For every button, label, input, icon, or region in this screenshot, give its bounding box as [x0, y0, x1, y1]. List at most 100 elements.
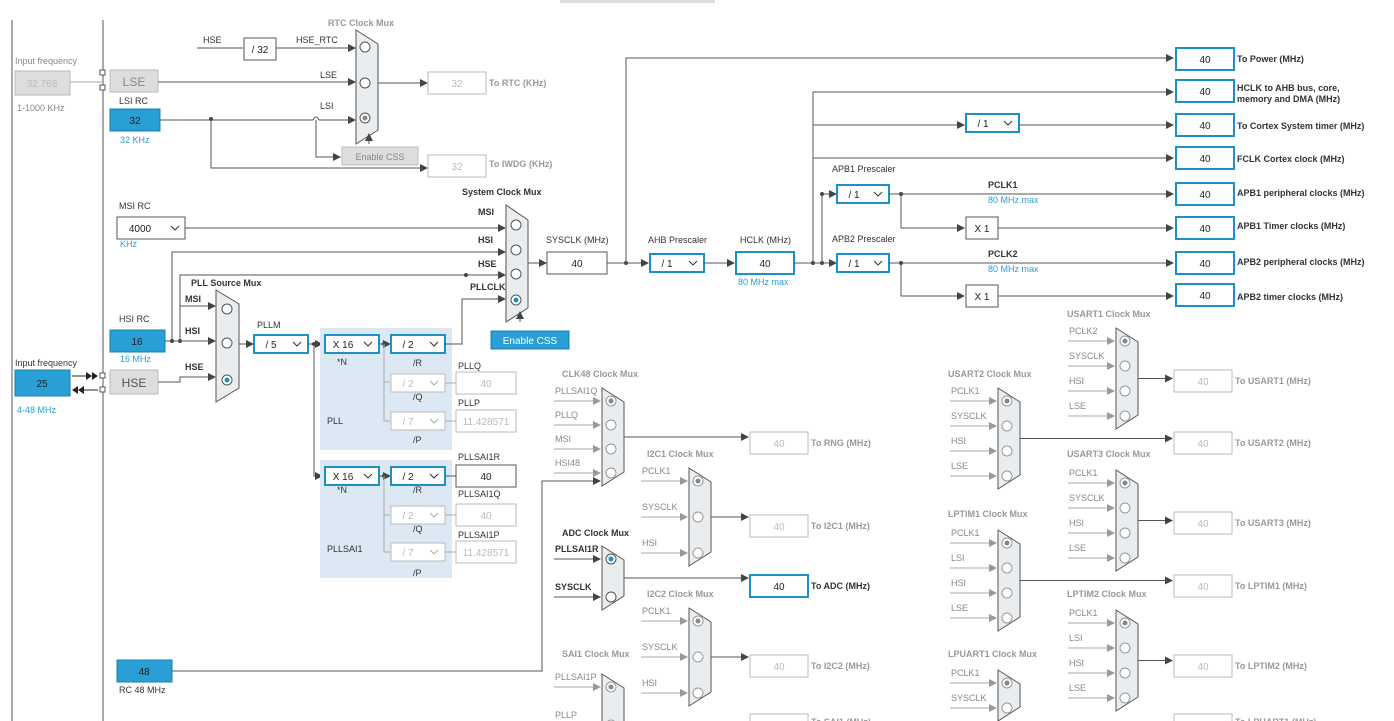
usart1-input-radio — [1119, 360, 1131, 372]
ahb-prescaler-select[interactable] — [649, 253, 705, 273]
clk48-output-box — [749, 431, 809, 455]
apb1-prescaler-select[interactable] — [836, 184, 890, 204]
hse-input-frequency-label: Input frequency — [15, 358, 78, 368]
lptim1-radio-dot — [1004, 540, 1010, 546]
apb1-prescaler-label: APB1 Prescaler — [832, 164, 896, 174]
i2c1-output-value: 40 — [773, 522, 785, 533]
cortex-divider-select[interactable] — [965, 113, 1020, 133]
lptim2-input-radio — [1119, 642, 1131, 654]
pllsai1-p-label: /P — [413, 568, 422, 578]
top-tab[interactable] — [560, 0, 715, 3]
pllsai1-q-select[interactable] — [390, 505, 446, 525]
usart1-input-label: HSI — [1069, 376, 1084, 386]
hclk-output-label-1: HCLK to AHB bus, core, — [1237, 83, 1340, 93]
adc-output-value: 40 — [773, 582, 785, 593]
usart2-input-label: SYSCLK — [951, 411, 987, 421]
clk48-input-label: HSI48 — [555, 458, 580, 468]
apb1-timer-multiplier-value: X 1 — [974, 224, 989, 235]
pll-r-label: /R — [413, 358, 423, 368]
pllsai1-p-select[interactable] — [390, 542, 446, 562]
pll-r-select[interactable] — [390, 334, 446, 354]
msi-unit: KHz — [120, 239, 138, 249]
sys-hsi-label: HSI — [478, 235, 493, 245]
i2c1-input-label: SYSCLK — [642, 502, 678, 512]
pllsai1-p-chevron-down-icon — [429, 549, 439, 555]
system-clock-mux[interactable] — [505, 204, 529, 323]
pllm-label: PLLM — [257, 320, 281, 330]
usart3-clock-mux[interactable] — [1115, 469, 1139, 572]
sys-enable-css-button[interactable] — [490, 330, 570, 350]
i2c1-clock-mux-title: I2C1 Clock Mux — [647, 449, 714, 459]
hclk-output-label-2: memory and DMA (MHz) — [1237, 94, 1340, 104]
rtc-enable-css-button[interactable] — [341, 146, 419, 166]
apb2-timer-value: 40 — [1199, 291, 1211, 302]
usart2-clock-mux[interactable] — [997, 387, 1021, 490]
clk48-clock-mux[interactable] — [601, 387, 625, 487]
lptim1-input-label: LSE — [951, 603, 968, 613]
lptim2-output-box — [1173, 654, 1233, 678]
clk48-input-label: PLLQ — [555, 410, 578, 420]
pll-src-msi-label: MSI — [185, 294, 201, 304]
pclk1-max-label: 80 MHz max — [988, 195, 1039, 205]
apb2-prescaler-label: APB2 Prescaler — [832, 234, 896, 244]
pll-p-select[interactable] — [390, 411, 446, 431]
hclk-label: HCLK (MHz) — [740, 235, 791, 245]
pllm-select[interactable] — [253, 334, 309, 354]
pllsai1-r-select[interactable] — [390, 466, 446, 486]
sai1-clock-mux[interactable] — [601, 673, 625, 721]
hse-label: HSE — [122, 376, 147, 390]
cortex-output-box — [1175, 113, 1235, 137]
hse-frequency-input[interactable] — [14, 369, 71, 397]
pll-r-chevron-down-icon — [429, 341, 439, 347]
hse-oscillator-box[interactable] — [109, 369, 159, 395]
ahb-chevron-down-icon — [688, 260, 698, 266]
iwdg-output-box — [427, 154, 487, 178]
sai1-output-box — [749, 713, 809, 721]
rtc-enable-css-label: Enable CSS — [355, 152, 404, 162]
usart2-output-box — [1173, 431, 1233, 455]
usart3-input-label: HSI — [1069, 518, 1084, 528]
lpuart1-clock-mux[interactable] — [997, 669, 1021, 721]
lptim2-clock-mux[interactable] — [1115, 609, 1139, 712]
pllm-value: / 5 — [265, 340, 277, 351]
lptim1-output-label: To LPTIM1 (MHz) — [1235, 581, 1307, 591]
rtc-output-box — [427, 71, 487, 95]
usart1-clock-mux[interactable] — [1115, 327, 1139, 430]
iwdg-output-label: To IWDG (KHz) — [489, 159, 552, 169]
adc-input-label: SYSCLK — [555, 582, 592, 592]
cortex-chevron-down-icon — [1003, 120, 1013, 126]
sai1-input-label: PLLSAI1P — [555, 672, 597, 682]
rtc-clock-mux-title: RTC Clock Mux — [328, 18, 394, 28]
lptim1-clock-mux[interactable] — [997, 529, 1021, 632]
apb2-prescaler-select[interactable] — [836, 253, 890, 273]
i2c1-input-radio — [692, 511, 704, 523]
pllsai1-p-value: / 7 — [402, 548, 414, 559]
lptim1-output-value: 40 — [1197, 582, 1209, 593]
pllsai1q-label: PLLSAI1Q — [458, 489, 501, 499]
hsi-value: 16 — [131, 337, 143, 348]
lptim2-input-label: HSI — [1069, 658, 1084, 668]
sys-hse-label: HSE — [478, 259, 497, 269]
pllq-label: PLLQ — [458, 361, 481, 371]
rtc-lse-label: LSE — [320, 70, 337, 80]
apb2-timer-multiplier-value: X 1 — [974, 292, 989, 303]
i2c2-input-label: SYSCLK — [642, 642, 678, 652]
pll-n-chevron-down-icon — [363, 341, 373, 347]
lse-frequency-input[interactable] — [14, 70, 71, 96]
rc48-value: 48 — [138, 667, 150, 678]
usart1-radio-dot — [1122, 338, 1128, 344]
apb1-timer-value: 40 — [1199, 224, 1211, 235]
usart2-input-radio — [1001, 445, 1013, 457]
adc-input-label: PLLSAI1R — [555, 544, 599, 554]
usart2-output-value: 40 — [1197, 439, 1209, 450]
lptim1-input-radio — [1001, 587, 1013, 599]
pllsai1-n-label: *N — [337, 485, 347, 495]
lse-oscillator-box[interactable] — [109, 69, 159, 93]
pll-q-select[interactable] — [390, 373, 446, 393]
usart1-input-radio — [1119, 410, 1131, 422]
pll-q-chevron-down-icon — [429, 380, 439, 386]
pll-label: PLL — [327, 416, 343, 426]
clk48-input-radio — [605, 443, 617, 455]
lpuart1-radio-dot — [1004, 680, 1010, 686]
apb1-peripheral-label: APB1 peripheral clocks (MHz) — [1237, 188, 1365, 198]
